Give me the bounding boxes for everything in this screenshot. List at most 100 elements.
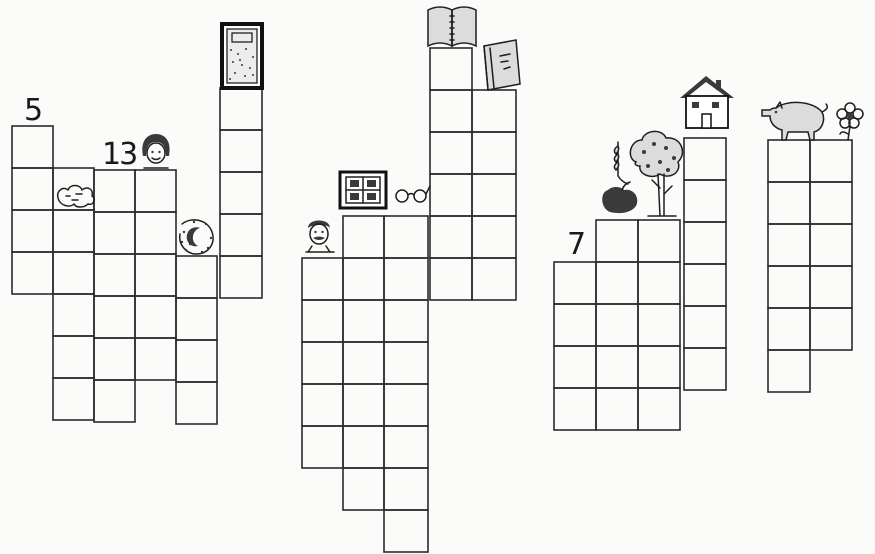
grid-cell[interactable] bbox=[554, 346, 596, 388]
tree-icon bbox=[630, 131, 682, 216]
grid-cell[interactable] bbox=[302, 300, 343, 342]
grid-cell[interactable] bbox=[472, 90, 516, 132]
grid-cell[interactable] bbox=[343, 468, 384, 510]
grid-cell[interactable] bbox=[384, 384, 428, 426]
grid-cell[interactable] bbox=[220, 256, 262, 298]
grid-cell[interactable] bbox=[343, 216, 384, 258]
grid-cell[interactable] bbox=[220, 130, 262, 172]
grid-cell[interactable] bbox=[12, 126, 53, 168]
grid-cell[interactable] bbox=[94, 170, 135, 212]
grid-cell[interactable] bbox=[302, 258, 343, 300]
pig-icon bbox=[762, 102, 827, 140]
grid-cell[interactable] bbox=[596, 346, 638, 388]
grid-cell[interactable] bbox=[768, 350, 810, 392]
grid-cell[interactable] bbox=[684, 222, 726, 264]
grid-cell[interactable] bbox=[302, 384, 343, 426]
grid-cell[interactable] bbox=[135, 338, 176, 380]
grid-cell[interactable] bbox=[430, 258, 472, 300]
grid-cell[interactable] bbox=[684, 348, 726, 390]
grid-cell[interactable] bbox=[430, 174, 472, 216]
clue-number-7: 7 bbox=[567, 227, 584, 262]
grid-cell[interactable] bbox=[638, 304, 680, 346]
grid-cell[interactable] bbox=[554, 304, 596, 346]
grid-cell[interactable] bbox=[176, 256, 217, 298]
grid-cell[interactable] bbox=[810, 224, 852, 266]
grid-cell[interactable] bbox=[384, 216, 428, 258]
grid-cell[interactable] bbox=[94, 212, 135, 254]
grid-cell[interactable] bbox=[220, 214, 262, 256]
grid-cell[interactable] bbox=[472, 258, 516, 300]
grid-cell[interactable] bbox=[302, 426, 343, 468]
grid-cell[interactable] bbox=[554, 262, 596, 304]
grid-cell[interactable] bbox=[94, 338, 135, 380]
grid-cell[interactable] bbox=[638, 220, 680, 262]
grid-cell[interactable] bbox=[53, 378, 94, 420]
grid-cell[interactable] bbox=[343, 300, 384, 342]
grid-cell[interactable] bbox=[53, 294, 94, 336]
grid-cell[interactable] bbox=[94, 254, 135, 296]
grid-cell[interactable] bbox=[135, 296, 176, 338]
grid-cell[interactable] bbox=[596, 388, 638, 430]
grid-cell[interactable] bbox=[384, 342, 428, 384]
grid-cell[interactable] bbox=[343, 342, 384, 384]
grid-cell[interactable] bbox=[94, 296, 135, 338]
clue-number-5: 5 bbox=[24, 93, 41, 128]
grid-cell[interactable] bbox=[176, 382, 217, 424]
grid-cell[interactable] bbox=[810, 182, 852, 224]
grid-cell[interactable] bbox=[343, 384, 384, 426]
grid-cell[interactable] bbox=[684, 306, 726, 348]
grid-cell[interactable] bbox=[810, 140, 852, 182]
grid-cell[interactable] bbox=[638, 388, 680, 430]
grid-cell[interactable] bbox=[768, 182, 810, 224]
grid-cell[interactable] bbox=[554, 388, 596, 430]
grid-cell[interactable] bbox=[638, 262, 680, 304]
grid-cell[interactable] bbox=[684, 264, 726, 306]
grid-cell[interactable] bbox=[12, 252, 53, 294]
grid-cell[interactable] bbox=[53, 252, 94, 294]
grid-cell[interactable] bbox=[135, 254, 176, 296]
grid-cell[interactable] bbox=[596, 262, 638, 304]
grid-cell[interactable] bbox=[384, 300, 428, 342]
grid-cell[interactable] bbox=[343, 258, 384, 300]
grid-cell[interactable] bbox=[430, 48, 472, 90]
grid-cell[interactable] bbox=[12, 210, 53, 252]
grid-cell[interactable] bbox=[596, 304, 638, 346]
grid-cell[interactable] bbox=[768, 224, 810, 266]
grid-cell[interactable] bbox=[472, 216, 516, 258]
grid-cell[interactable] bbox=[384, 426, 428, 468]
grid-cell[interactable] bbox=[768, 140, 810, 182]
grid-cell[interactable] bbox=[810, 266, 852, 308]
grid-cell[interactable] bbox=[53, 336, 94, 378]
grid-cell[interactable] bbox=[430, 216, 472, 258]
grid-cell[interactable] bbox=[302, 342, 343, 384]
grid-cell[interactable] bbox=[596, 220, 638, 262]
grid-cell[interactable] bbox=[220, 172, 262, 214]
flower-icon bbox=[837, 103, 863, 140]
grid-cell[interactable] bbox=[810, 308, 852, 350]
grid-cell[interactable] bbox=[384, 258, 428, 300]
grid-cell[interactable] bbox=[430, 132, 472, 174]
grid-cell[interactable] bbox=[472, 174, 516, 216]
grid-cell[interactable] bbox=[384, 468, 428, 510]
grid-cell[interactable] bbox=[343, 426, 384, 468]
grid-cell[interactable] bbox=[472, 132, 516, 174]
grid-cell[interactable] bbox=[176, 298, 217, 340]
grid-cell[interactable] bbox=[430, 90, 472, 132]
girl-face-icon bbox=[142, 134, 169, 168]
grid-cell[interactable] bbox=[638, 346, 680, 388]
grid-cell[interactable] bbox=[384, 510, 428, 552]
grid-cell[interactable] bbox=[220, 88, 262, 130]
grid-cell[interactable] bbox=[135, 212, 176, 254]
grid-cell[interactable] bbox=[135, 170, 176, 212]
grid-cell[interactable] bbox=[176, 340, 217, 382]
grid-cell[interactable] bbox=[12, 168, 53, 210]
grid-cell[interactable] bbox=[94, 380, 135, 422]
grid-cell[interactable] bbox=[53, 210, 94, 252]
grid-cell[interactable] bbox=[684, 180, 726, 222]
window-icon bbox=[340, 172, 386, 208]
moon-night-icon bbox=[180, 220, 213, 254]
grid-cell[interactable] bbox=[768, 266, 810, 308]
crossword-grid-right-b bbox=[768, 140, 852, 392]
grid-cell[interactable] bbox=[768, 308, 810, 350]
grid-cell[interactable] bbox=[684, 138, 726, 180]
